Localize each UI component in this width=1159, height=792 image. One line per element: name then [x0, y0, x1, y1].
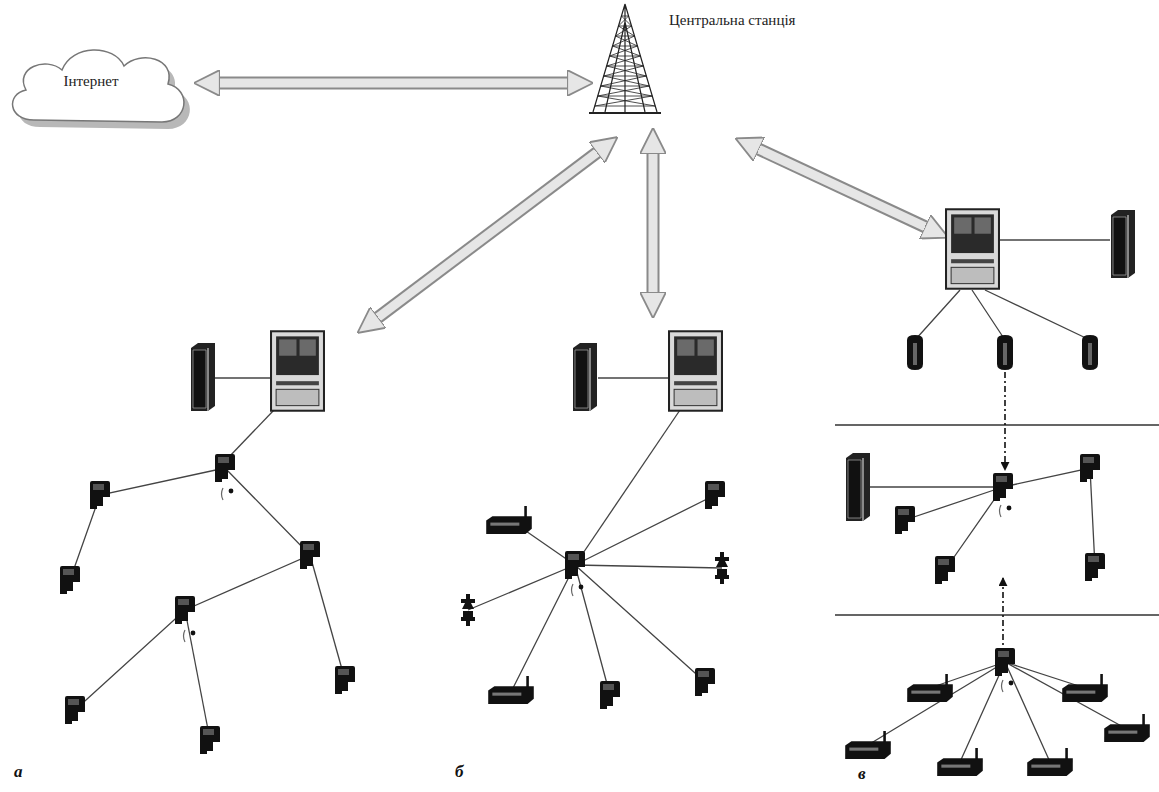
uplink-arrows — [372, 146, 932, 322]
uplink-arrow — [649, 146, 658, 300]
wire — [915, 290, 1090, 340]
tower-frame — [593, 4, 657, 112]
sensor-node — [65, 696, 85, 724]
server-icon — [1111, 210, 1135, 278]
router-icon — [486, 506, 532, 534]
router-icon — [907, 674, 953, 702]
tower-lattice — [595, 16, 655, 106]
router-icon — [488, 676, 534, 704]
network-b — [461, 331, 729, 709]
cluster-head — [1082, 335, 1098, 370]
station-label: Центральна станція — [669, 12, 795, 29]
uplink-arrow — [647, 146, 660, 300]
arrow-body — [212, 79, 575, 88]
router-icon — [1104, 714, 1150, 742]
sensor-node — [175, 596, 195, 624]
radio-tower — [589, 4, 661, 113]
wire — [1000, 239, 1110, 240]
router-icon — [1062, 674, 1108, 702]
wire — [70, 468, 225, 580]
double-arrow — [212, 83, 575, 84]
router-icon — [937, 748, 983, 776]
actuator-icon — [715, 552, 729, 584]
dashed-links — [1003, 372, 1005, 646]
actuator-icon — [461, 594, 475, 626]
wire — [215, 377, 272, 378]
wire — [575, 410, 680, 565]
sensor-node — [565, 551, 585, 579]
cluster-head — [907, 335, 923, 370]
sink-mark — [1000, 505, 1012, 517]
central-station: Центральна станція — [585, 2, 665, 116]
cloud-label: Інтернет — [64, 73, 119, 90]
part-letter: а — [14, 762, 23, 782]
dashed-arrow — [1004, 372, 1006, 470]
sensor-node — [90, 481, 110, 509]
wire — [75, 468, 310, 710]
gateway-computer — [669, 331, 722, 410]
node-shape — [585, 2, 665, 116]
server-icon — [191, 343, 215, 411]
network-v — [845, 209, 1150, 776]
sensor-node — [935, 556, 955, 584]
sensor-node — [600, 681, 620, 709]
sensor-node — [335, 666, 355, 694]
part-letter: в — [858, 764, 866, 784]
router-icon — [845, 731, 891, 759]
wire — [868, 662, 1125, 762]
sensor-node — [1080, 454, 1100, 482]
uplink-arrow — [752, 146, 932, 230]
network-wires — [70, 240, 1125, 762]
router-icon — [1027, 748, 1073, 776]
cloud-outline — [13, 50, 184, 122]
wire — [185, 610, 210, 740]
sensor-node — [695, 668, 715, 696]
wire — [468, 495, 722, 695]
uplink-arrow — [372, 148, 603, 322]
internet-cloud: Інтернет — [2, 38, 194, 136]
wire — [310, 555, 345, 680]
wire — [598, 377, 670, 378]
layer-separators — [835, 425, 1159, 615]
sensor-node — [993, 473, 1013, 501]
gateway-computer — [946, 209, 999, 288]
sink-mark — [572, 584, 584, 596]
server-icon — [846, 453, 870, 521]
tower-base — [589, 112, 661, 114]
sensor-node — [300, 541, 320, 569]
sink-mark — [1002, 680, 1014, 692]
sensor-node — [895, 506, 915, 534]
cluster-head — [997, 335, 1013, 370]
wire — [228, 410, 274, 458]
sensor-node — [1085, 553, 1105, 581]
sensor-node — [995, 648, 1015, 676]
sensor-node — [705, 481, 725, 509]
sensor-node — [60, 566, 80, 594]
server-icon — [573, 343, 597, 411]
separator-line — [835, 425, 1159, 615]
network-a — [60, 331, 355, 754]
sink-mark — [222, 488, 234, 500]
sensor-node — [200, 726, 220, 754]
sink-mark — [184, 630, 196, 642]
sensor-node — [215, 454, 235, 482]
part-letter: б — [455, 762, 463, 782]
arrow-outline — [212, 77, 575, 90]
uplink-arrow — [752, 146, 932, 230]
uplink-arrow — [372, 148, 603, 322]
dashed-arrow — [1002, 578, 1004, 646]
gateway-computer — [271, 331, 324, 410]
wire — [870, 468, 1095, 570]
